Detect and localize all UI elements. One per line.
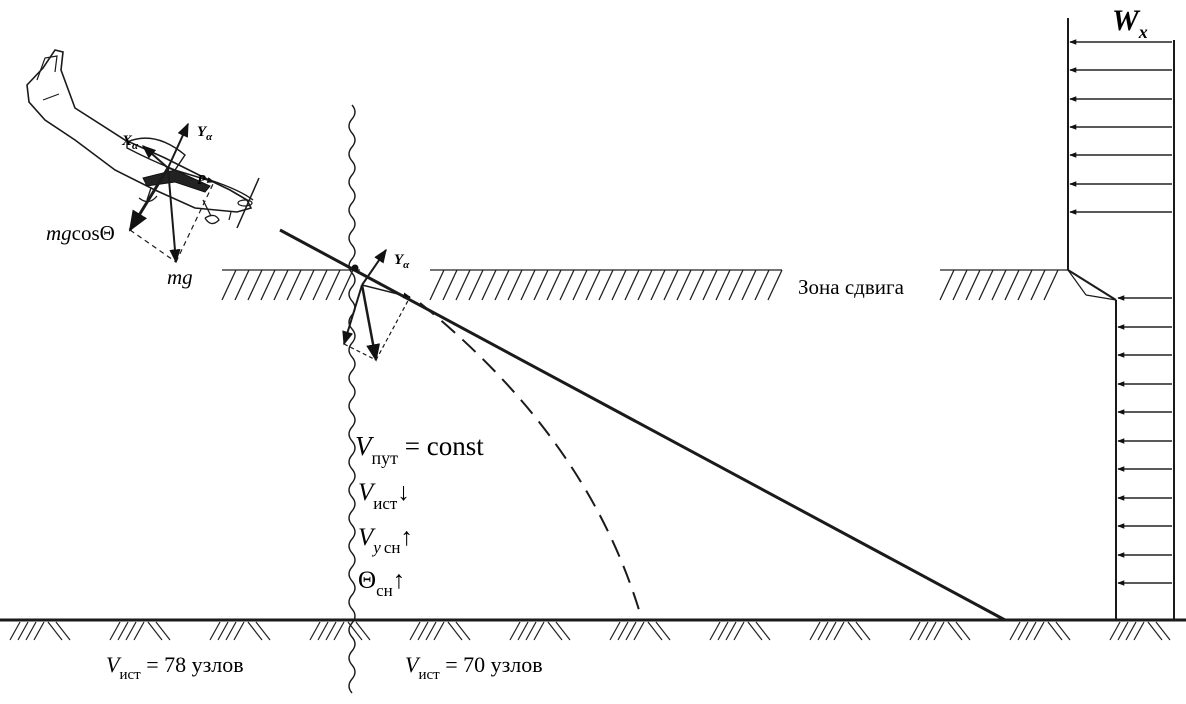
lift-label-2: Yα [394, 252, 410, 271]
force-diagram-shear [342, 248, 411, 362]
shear-zone-label: Зона сдвига [798, 275, 905, 299]
drag-label: Xα [121, 133, 139, 152]
mg-cos-label: mgcosΘ [46, 221, 115, 245]
thrust-label: P [197, 173, 206, 188]
condition-descent-angle: Θсн↑ [358, 567, 405, 600]
deviated-trajectory [419, 302, 643, 621]
condition-airspeed: Vист↓ [358, 479, 410, 513]
speed-left-label: Vист = 78 узлов [106, 652, 244, 683]
airplane [26, 49, 260, 229]
wind-label: Wx [1112, 4, 1148, 42]
weight-label: mg [167, 265, 193, 289]
ground [0, 618, 1186, 641]
ground-hatching [9, 621, 1171, 641]
wavy-divider [348, 104, 356, 694]
condition-ground-speed: Vпут = const [355, 431, 484, 468]
shear-zone-band [221, 269, 1068, 301]
wind-arrows [1069, 39, 1172, 586]
lift-label: Yα [197, 124, 213, 143]
speed-right-label: Vист = 70 узлов [405, 652, 543, 683]
wind-profile [1067, 18, 1175, 620]
force-diagram-airplane [128, 122, 215, 264]
